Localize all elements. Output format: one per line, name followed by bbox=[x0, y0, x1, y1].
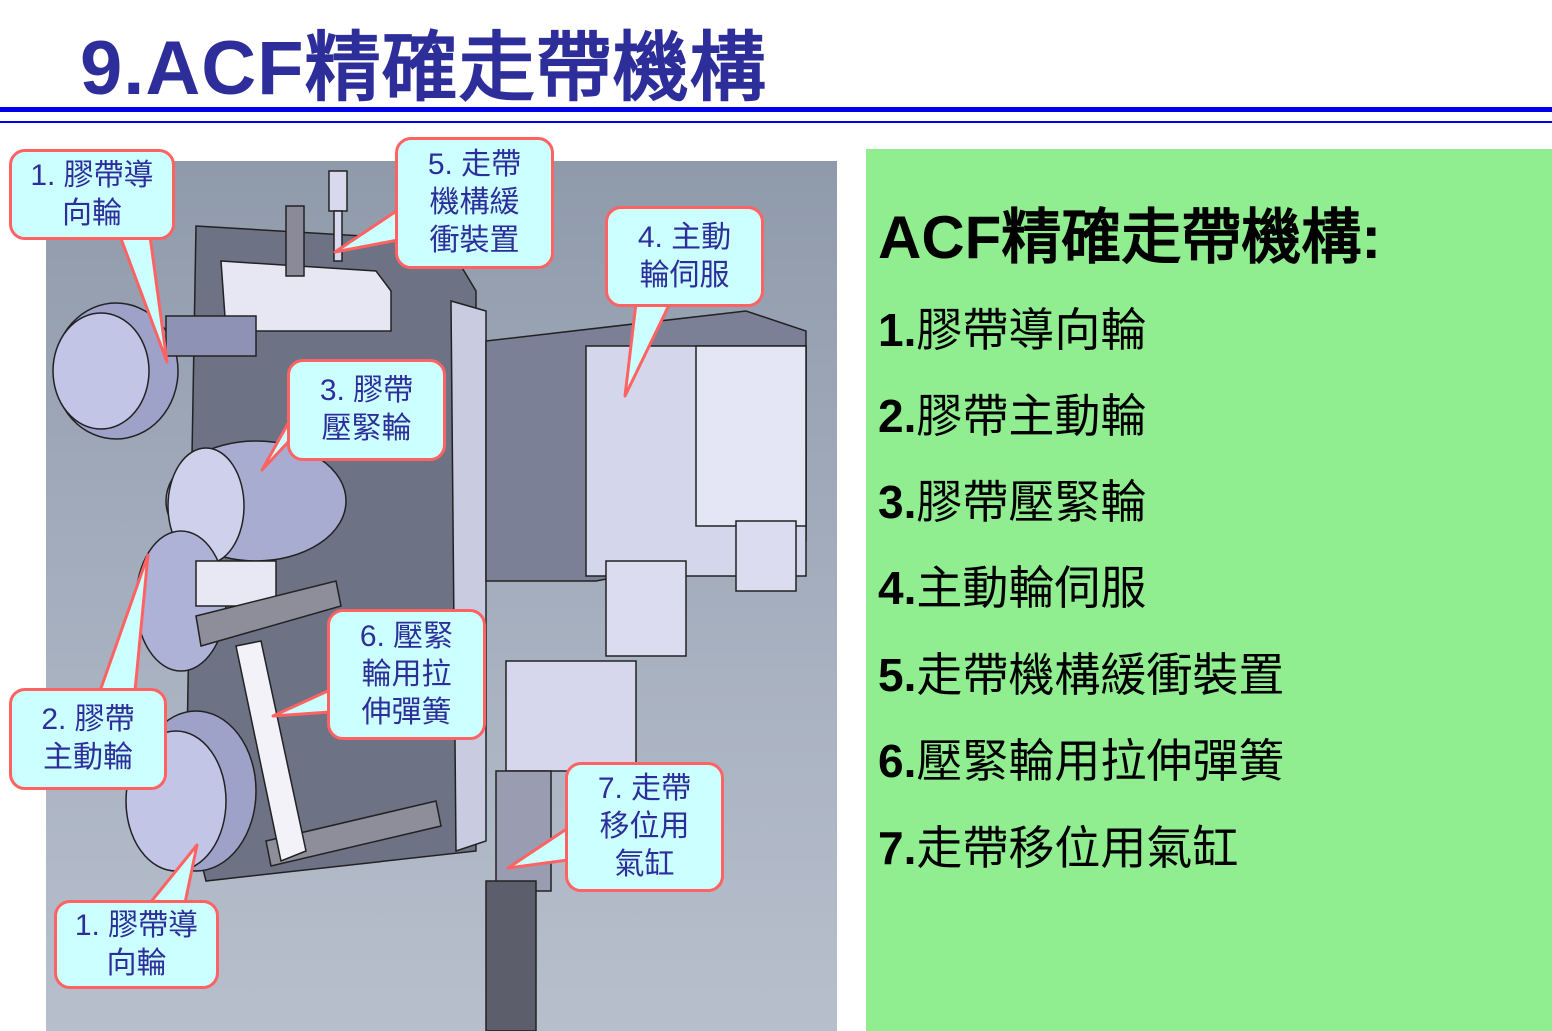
list-item: 4.主動輪伺服 bbox=[878, 552, 1146, 618]
item-label: 壓緊輪用拉伸彈簧 bbox=[916, 735, 1285, 787]
callout-text: 1. 膠帶導 向輪 bbox=[30, 158, 154, 230]
item-label: 膠帶導向輪 bbox=[916, 304, 1147, 356]
callout-text: 4. 主動 輪伺服 bbox=[637, 220, 732, 292]
callout-pressure-wheel: 3. 膠帶 壓緊輪 bbox=[287, 359, 446, 461]
callout-text: 2. 膠帶 主動輪 bbox=[41, 703, 135, 774]
page-title: 9.ACF精確走帶機構 bbox=[80, 26, 767, 111]
item-number: 6. bbox=[878, 735, 917, 787]
item-label: 膠帶主動輪 bbox=[916, 390, 1147, 442]
list-item: 1.膠帶導向輪 bbox=[878, 294, 1146, 360]
item-label: 走帶機構緩衝裝置 bbox=[916, 649, 1285, 701]
list-item: 7.走帶移位用氣缸 bbox=[878, 812, 1238, 878]
list-item: 6.壓緊輪用拉伸彈簧 bbox=[878, 725, 1284, 791]
item-label: 主動輪伺服 bbox=[916, 562, 1147, 614]
item-number: 2. bbox=[878, 390, 917, 442]
callout-guide-wheel-bottom: 1. 膠帶導 向輪 bbox=[54, 900, 219, 989]
callout-buffer-device: 5. 走帶 機構緩 衝裝置 bbox=[395, 137, 554, 269]
callout-tension-spring: 6. 壓緊 輪用拉 伸彈簧 bbox=[327, 609, 486, 740]
callout-text: 3. 膠帶 壓緊輪 bbox=[319, 374, 414, 445]
item-number: 4. bbox=[878, 562, 917, 614]
callout-drive-servo: 4. 主動 輪伺服 bbox=[605, 206, 764, 307]
title-rule-thick bbox=[0, 107, 1552, 112]
panel-heading: ACF精確走帶機構: bbox=[878, 204, 1382, 271]
list-item: 2.膠帶主動輪 bbox=[878, 380, 1146, 446]
item-number: 5. bbox=[878, 649, 917, 701]
list-item: 5.走帶機構緩衝裝置 bbox=[878, 639, 1284, 705]
callout-text: 1. 膠帶導 向輪 bbox=[74, 908, 199, 980]
title-rule-thin bbox=[0, 121, 1552, 123]
callout-shift-cylinder: 7. 走帶 移位用 氣缸 bbox=[565, 762, 724, 892]
callout-drive-wheel: 2. 膠帶 主動輪 bbox=[9, 688, 167, 790]
item-label: 膠帶壓緊輪 bbox=[916, 476, 1147, 528]
item-number: 3. bbox=[878, 476, 917, 528]
item-number: 7. bbox=[878, 822, 917, 874]
callout-text: 5. 走帶 機構緩 衝裝置 bbox=[427, 148, 522, 257]
description-panel: ACF精確走帶機構: 1.膠帶導向輪 2.膠帶主動輪 3.膠帶壓緊輪 4.主動輪… bbox=[866, 149, 1552, 1031]
callout-guide-wheel-top: 1. 膠帶導 向輪 bbox=[9, 149, 175, 240]
item-label: 走帶移位用氣缸 bbox=[916, 822, 1239, 874]
list-item: 3.膠帶壓緊輪 bbox=[878, 466, 1146, 532]
item-number: 1. bbox=[878, 304, 917, 356]
callout-text: 6. 壓緊 輪用拉 伸彈簧 bbox=[359, 619, 454, 729]
callout-text: 7. 走帶 移位用 氣缸 bbox=[597, 772, 692, 881]
